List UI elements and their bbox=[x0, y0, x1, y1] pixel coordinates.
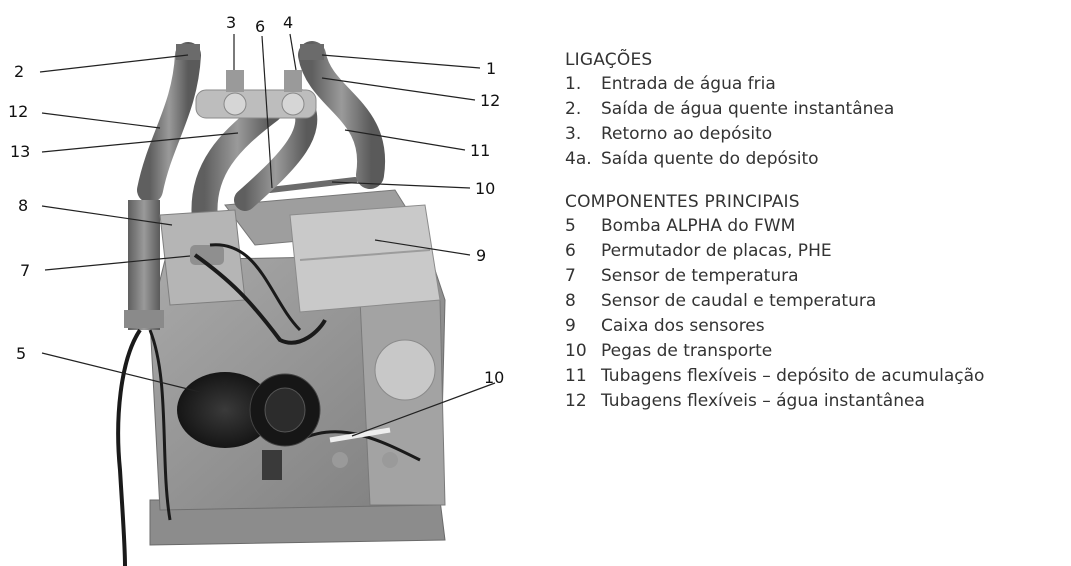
components-list: 5 Bomba ALPHA do FWM 6 Permutador de placa… bbox=[565, 214, 1065, 414]
transport-handle-bottom bbox=[329, 427, 391, 443]
legend: LIGAÇÕES 1. Entrada de água fria 2. Saída … bbox=[565, 48, 1065, 414]
item-text: Permutador de placas, PHE bbox=[601, 241, 832, 261]
list-item: 9 Caixa dos sensores bbox=[565, 314, 1065, 339]
callout-9: 9 bbox=[476, 246, 486, 265]
list-item: 11 Tubagens flexíveis – depósito de acumu… bbox=[565, 364, 1065, 389]
leader-lines bbox=[39, 33, 496, 437]
list-item: 10 Pegas de transporte bbox=[565, 339, 1065, 364]
callout-4: 4 bbox=[283, 13, 293, 32]
callout-5: 5 bbox=[16, 344, 26, 363]
transport-handle-top bbox=[267, 177, 358, 193]
list-item: 12 Tubagens flexíveis – água instantânea bbox=[565, 389, 1065, 414]
item-number: 9 bbox=[565, 316, 576, 336]
callout-6: 6 bbox=[255, 17, 265, 36]
callout-1: 1 bbox=[486, 59, 496, 78]
flexible-pipe-left bbox=[137, 42, 201, 203]
flexible-pipe-center bbox=[191, 97, 283, 233]
callout-8: 8 bbox=[18, 196, 28, 215]
callout-12-right: 12 bbox=[480, 91, 500, 110]
item-number: 11 bbox=[565, 366, 587, 386]
section-gap bbox=[565, 172, 1065, 190]
item-number: 4a. bbox=[565, 149, 592, 169]
item-number: 1. bbox=[565, 74, 582, 94]
list-item: 2. Saída de água quente instantânea bbox=[565, 97, 1065, 122]
callout-3: 3 bbox=[226, 13, 236, 32]
item-text: Caixa dos sensores bbox=[601, 316, 765, 336]
callout-12-left: 12 bbox=[8, 102, 28, 121]
item-number: 10 bbox=[565, 341, 587, 361]
item-text: Saída de água quente instantânea bbox=[601, 99, 895, 119]
callout-13: 13 bbox=[10, 142, 30, 161]
connections-list: 1. Entrada de água fria 2. Saída de água q… bbox=[565, 72, 1065, 172]
power-cable bbox=[116, 328, 142, 566]
callout-2: 2 bbox=[14, 62, 24, 81]
callout-11: 11 bbox=[470, 141, 490, 160]
list-item: 8 Sensor de caudal e temperatura bbox=[565, 289, 1065, 314]
item-number: 3. bbox=[565, 124, 582, 144]
item-number: 8 bbox=[565, 291, 576, 311]
item-number: 5 bbox=[565, 216, 576, 236]
list-item: 3. Retorno ao depósito bbox=[565, 122, 1065, 147]
item-text: Entrada de água fria bbox=[601, 74, 776, 94]
item-text: Tubagens flexíveis – água instantânea bbox=[601, 391, 925, 411]
list-item: 6 Permutador de placas, PHE bbox=[565, 239, 1065, 264]
item-number: 12 bbox=[565, 391, 587, 411]
connections-heading: LIGAÇÕES bbox=[565, 50, 653, 70]
list-item: 1. Entrada de água fria bbox=[565, 72, 1065, 97]
left-vertical-pipe bbox=[128, 200, 160, 330]
item-text: Sensor de caudal e temperatura bbox=[601, 291, 877, 311]
item-text: Saída quente do depósito bbox=[601, 149, 819, 169]
top-valves bbox=[195, 70, 317, 119]
sensor-box bbox=[289, 204, 441, 313]
item-text: Bomba ALPHA do FWM bbox=[601, 216, 796, 236]
item-text: Tubagens flexíveis – depósito de acumula… bbox=[601, 366, 985, 386]
item-text: Sensor de temperatura bbox=[601, 266, 799, 286]
flexible-pipe-right bbox=[298, 41, 386, 189]
callout-labels: 2 3 6 4 1 12 12 13 11 10 8 9 7 5 10 bbox=[8, 13, 504, 387]
item-number: 2. bbox=[565, 99, 582, 119]
list-item: 4a. Saída quente do depósito bbox=[565, 147, 1065, 172]
side-plate bbox=[359, 299, 446, 506]
item-number: 6 bbox=[565, 241, 576, 261]
callout-10-top: 10 bbox=[475, 179, 495, 198]
components-heading: COMPONENTES PRINCIPAIS bbox=[565, 192, 800, 212]
item-text: Pegas de transporte bbox=[601, 341, 773, 361]
list-item: 7 Sensor de temperatura bbox=[565, 264, 1065, 289]
item-number: 7 bbox=[565, 266, 576, 286]
alpha-pump bbox=[177, 372, 321, 480]
item-text: Retorno ao depósito bbox=[601, 124, 773, 144]
callout-7: 7 bbox=[20, 261, 30, 280]
sensor-cable bbox=[193, 253, 327, 345]
callout-10-bottom: 10 bbox=[484, 368, 504, 387]
device-illustration bbox=[116, 41, 446, 566]
list-item: 5 Bomba ALPHA do FWM bbox=[565, 214, 1065, 239]
